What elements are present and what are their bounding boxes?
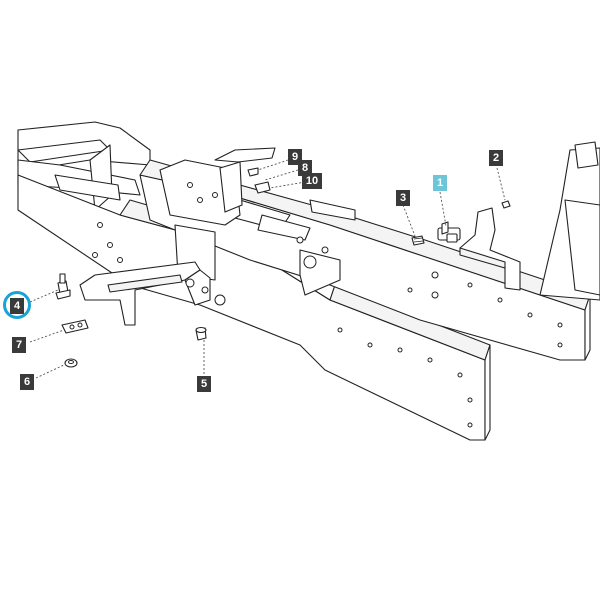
part-3-clip <box>402 204 425 246</box>
part-6-nut <box>35 358 78 379</box>
parts-8-9-10-fasteners <box>247 159 306 194</box>
rail-holes <box>92 182 563 428</box>
part-5-bolt <box>195 326 207 376</box>
front-bracket <box>79 261 211 326</box>
callout-3[interactable]: 3 <box>396 190 410 206</box>
right-mount-bracket <box>459 207 521 291</box>
part-1-switch <box>437 221 461 243</box>
part-1-leader <box>439 191 447 227</box>
rear-frame-structure <box>17 121 151 211</box>
callout-9[interactable]: 9 <box>288 149 302 165</box>
far-right-structure <box>539 141 600 301</box>
part-4-sensor <box>29 273 71 303</box>
callout-4[interactable]: 4 <box>10 298 24 314</box>
callout-1[interactable]: 1 <box>433 175 447 191</box>
callout-5[interactable]: 5 <box>197 376 211 392</box>
callout-7[interactable]: 7 <box>12 337 26 353</box>
callout-10[interactable]: 10 <box>302 173 322 189</box>
center-bracket-plate <box>159 147 276 226</box>
callout-6[interactable]: 6 <box>20 374 34 390</box>
callout-2[interactable]: 2 <box>489 150 503 166</box>
part-2-screw <box>496 167 511 209</box>
part-7-plate <box>29 319 89 343</box>
